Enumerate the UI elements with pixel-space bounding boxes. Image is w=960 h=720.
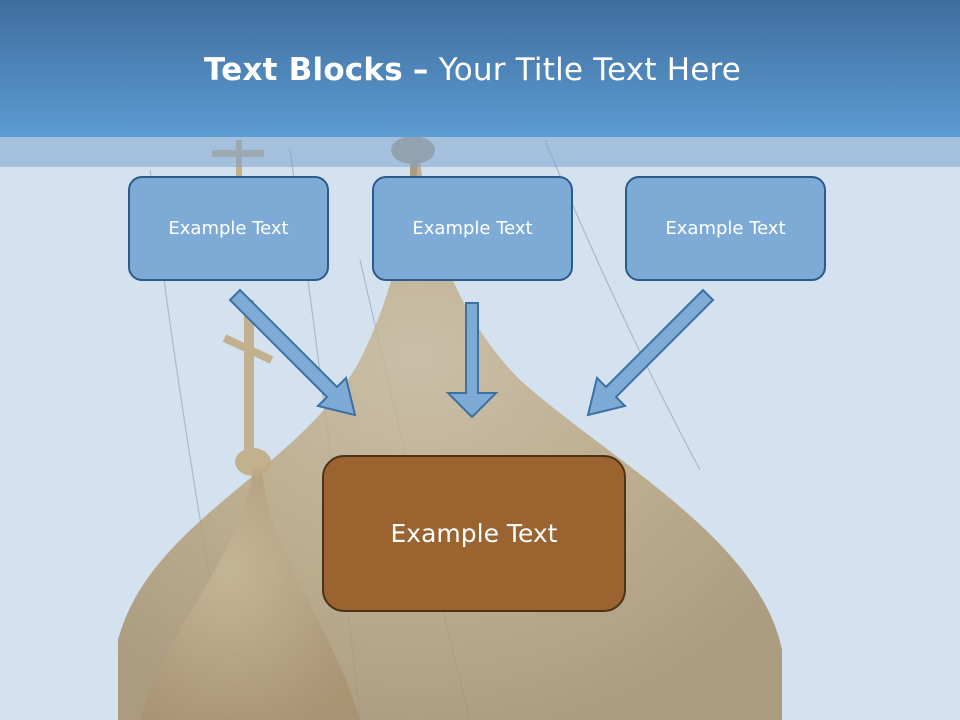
title-bar-band <box>0 137 960 167</box>
slide-title: Text Blocks – Your Title Text Here <box>204 52 741 88</box>
text-block-1[interactable]: Example Text <box>128 176 329 281</box>
title-rest-part: Your Title Text Here <box>438 52 742 88</box>
text-block-1-label: Example Text <box>168 218 289 239</box>
arrow-right-to-center <box>586 288 715 417</box>
text-block-2[interactable]: Example Text <box>372 176 573 281</box>
arrow-center-down <box>445 302 499 419</box>
text-block-2-label: Example Text <box>412 218 533 239</box>
title-bold-part: Text Blocks <box>204 52 403 88</box>
arrow-left-to-center <box>228 288 357 417</box>
target-text-block[interactable]: Example Text <box>322 455 626 612</box>
text-block-3-label: Example Text <box>665 218 786 239</box>
text-block-3[interactable]: Example Text <box>625 176 826 281</box>
title-dash: – <box>412 52 429 88</box>
title-bar <box>0 0 960 137</box>
target-text-block-label: Example Text <box>390 519 558 548</box>
